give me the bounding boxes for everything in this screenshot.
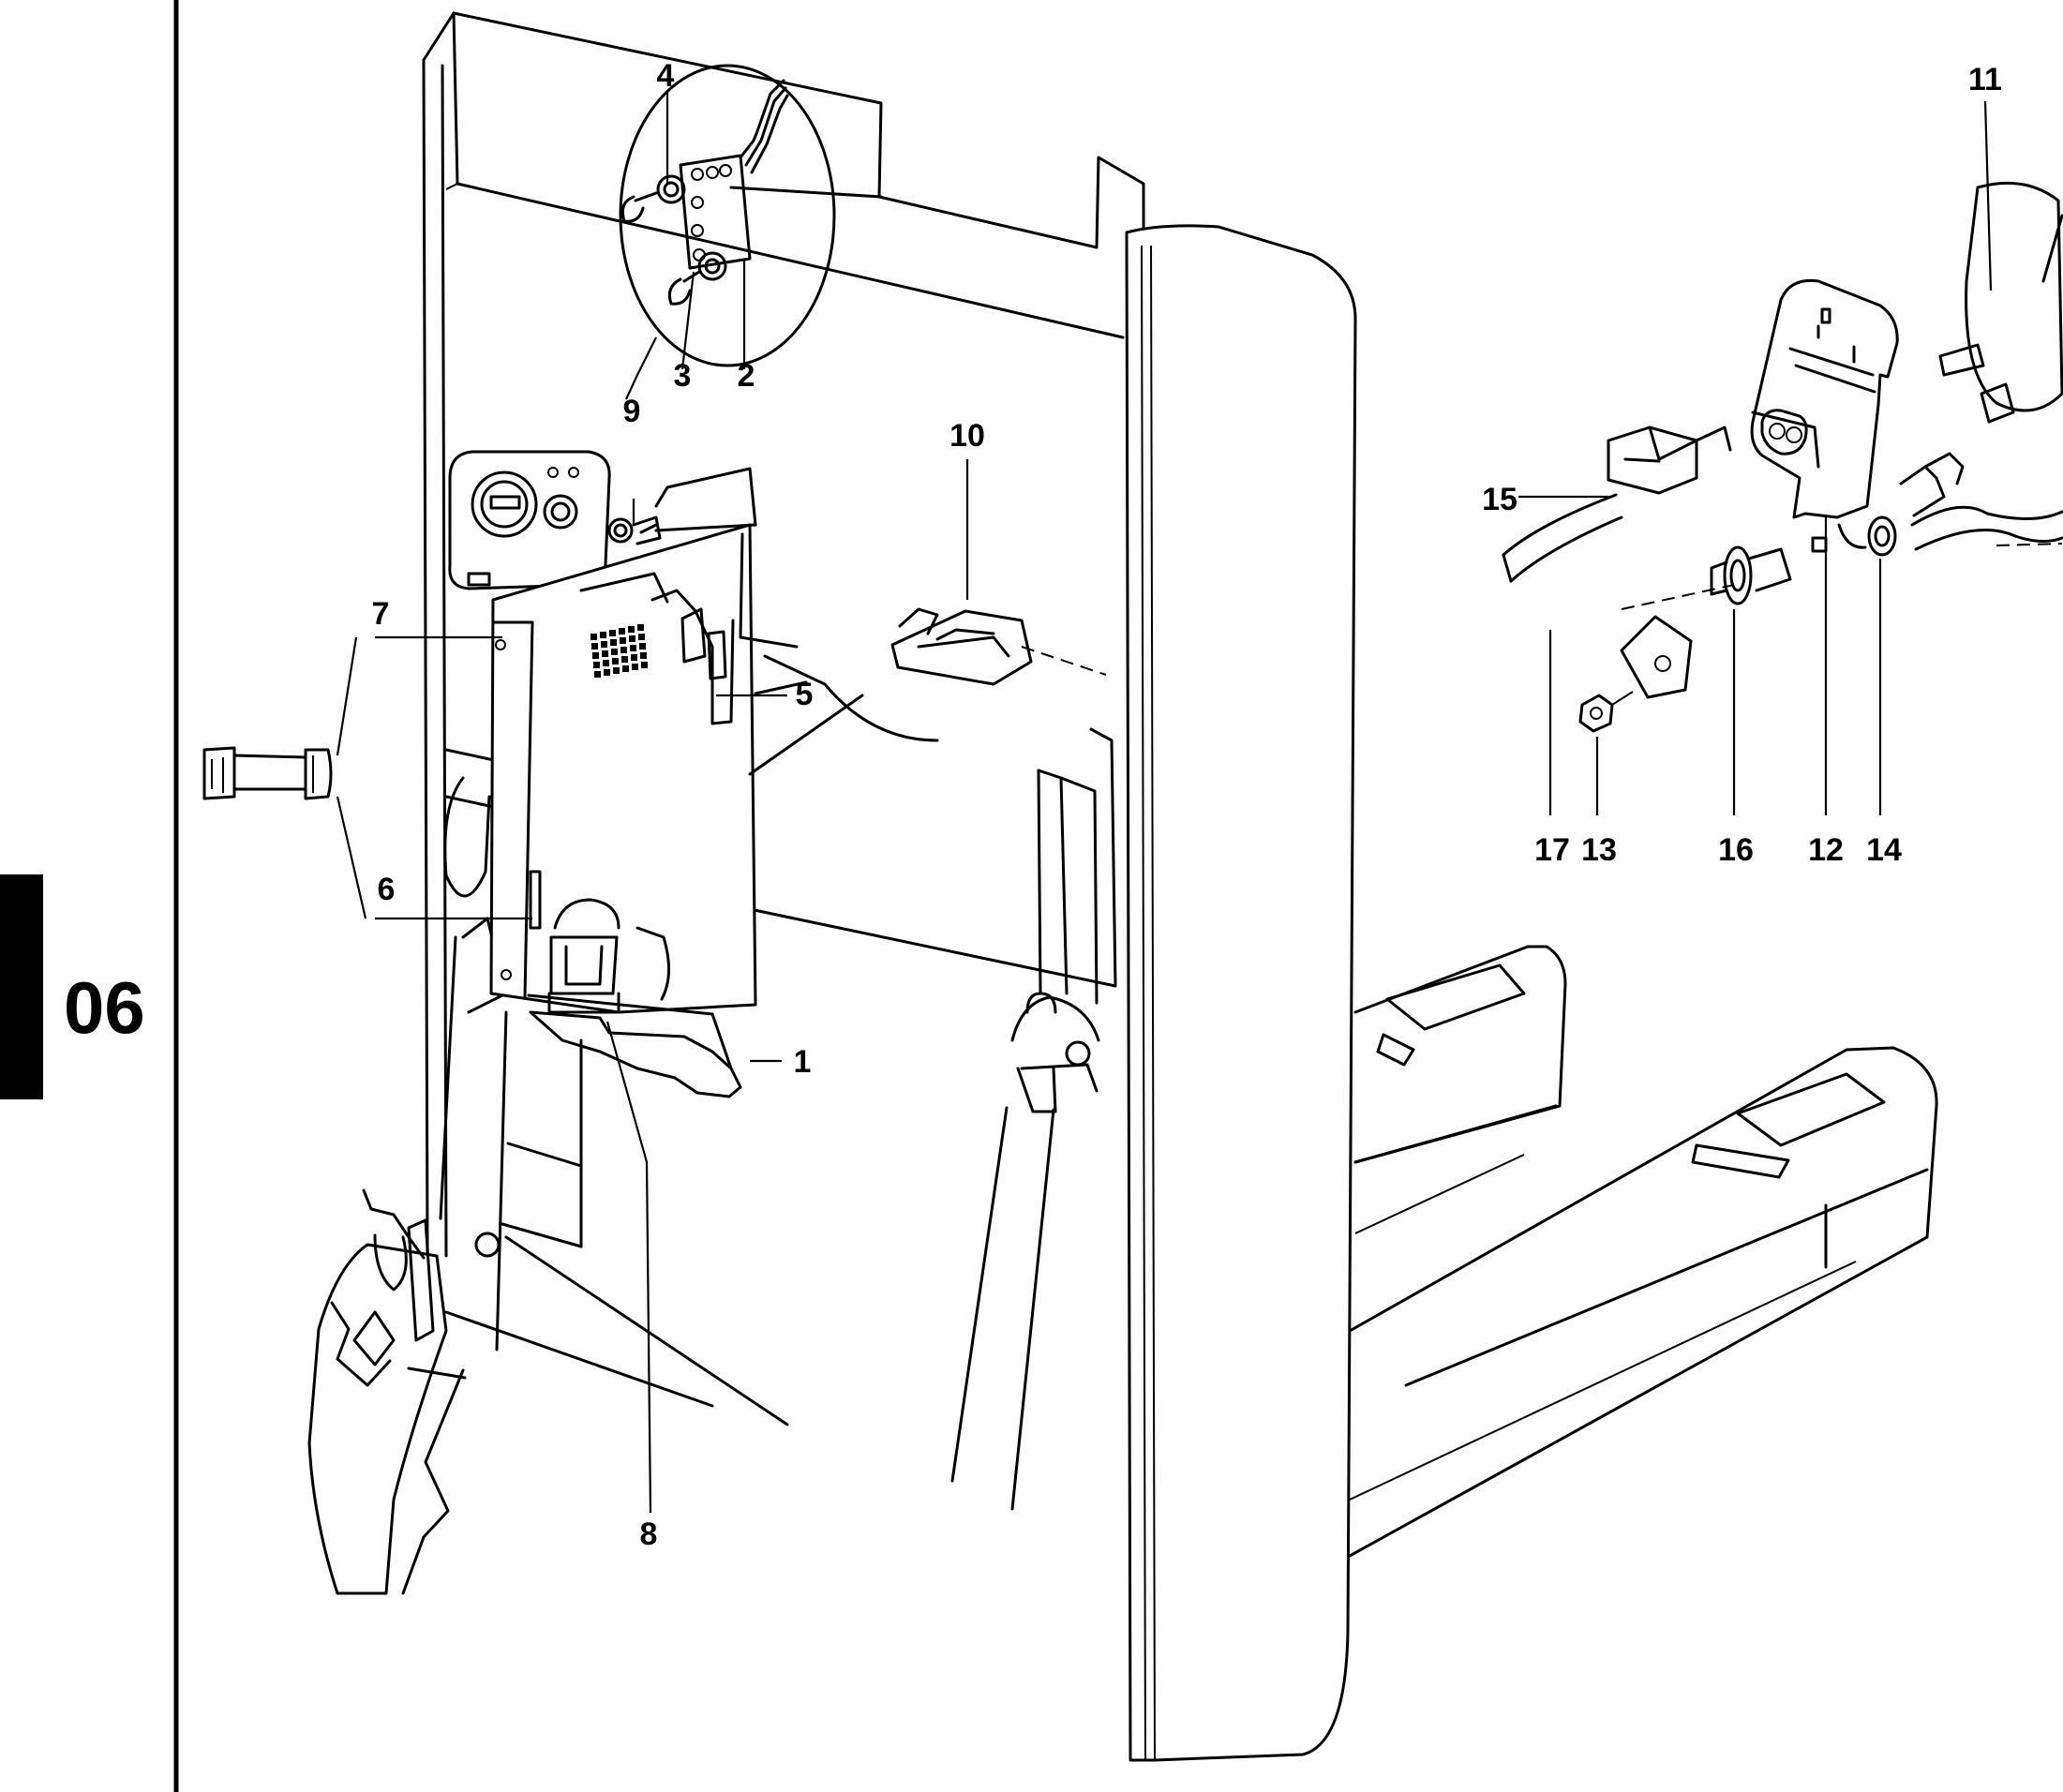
detail-circle <box>619 64 836 367</box>
grill-slot <box>638 634 645 640</box>
grill-slot <box>593 662 600 668</box>
grill-slot <box>640 652 647 659</box>
cable-grommet <box>1710 545 1792 605</box>
grill-slot <box>591 643 598 650</box>
cooling-grill <box>590 624 648 678</box>
washer-screw <box>1867 452 2063 557</box>
callout-5: 5 <box>796 677 814 712</box>
callout-7: 7 <box>372 596 390 632</box>
callout-9: 9 <box>623 394 641 429</box>
grill-slot <box>631 654 637 661</box>
grill-slot <box>609 630 616 636</box>
section-tab-label: 06 <box>64 966 145 1049</box>
grill-slot <box>639 643 646 650</box>
mounting-screw <box>607 515 662 545</box>
cable-clip <box>890 607 1033 686</box>
grill-slot <box>637 624 644 631</box>
front-cover-panel <box>1125 224 1357 1762</box>
grill-slot <box>629 635 635 642</box>
grill-slot <box>602 650 608 657</box>
callout-1: 1 <box>794 1044 812 1080</box>
callout-15: 15 <box>1482 482 1517 517</box>
grill-slot <box>603 660 609 666</box>
callout-labels: 1 2 3 4 5 6 7 8 9 10 11 12 13 14 15 16 1… <box>372 58 2002 1552</box>
leader-lines <box>336 90 1993 1514</box>
callout-11: 11 <box>1968 62 2002 97</box>
grill-slot <box>630 645 636 651</box>
grill-slot <box>601 641 607 648</box>
callout-3: 3 <box>674 358 692 394</box>
grill-slot <box>622 665 629 672</box>
grill-slot <box>592 652 599 659</box>
callout-13: 13 <box>1581 832 1617 868</box>
instrument-panel <box>448 450 611 590</box>
grill-slot <box>628 626 635 633</box>
mounting-plate <box>1620 615 1693 699</box>
grill-slot <box>610 639 617 646</box>
mast-frame <box>422 11 1147 1762</box>
grill-slot <box>620 637 626 644</box>
micro-switch <box>1502 426 1732 583</box>
charger-plug <box>1938 181 2063 424</box>
hex-nut <box>1578 691 1634 733</box>
callout-12: 12 <box>1808 832 1844 868</box>
callout-14: 14 <box>1866 832 1902 868</box>
grill-slot <box>594 671 601 678</box>
callout-4: 4 <box>657 58 675 94</box>
grill-slot <box>641 662 648 668</box>
socket-housing <box>1750 278 1899 553</box>
bolt-left <box>202 746 333 800</box>
grill-slot <box>611 649 618 655</box>
grill-slot <box>600 632 606 638</box>
fork-left <box>1353 945 1567 1234</box>
callout-16: 16 <box>1718 832 1754 868</box>
callout-17: 17 <box>1534 832 1570 868</box>
grill-slot <box>632 664 638 670</box>
grill-slot <box>620 647 627 653</box>
grill-slot <box>621 656 628 663</box>
callout-10: 10 <box>949 418 985 454</box>
callout-2: 2 <box>738 358 755 394</box>
fork-right <box>1348 1046 1938 1558</box>
controller-box <box>489 467 939 1098</box>
callout-6: 6 <box>378 872 396 907</box>
lift-cylinder <box>950 769 1100 1511</box>
grill-slot <box>590 634 597 640</box>
callout-8: 8 <box>640 1516 658 1552</box>
grill-slot <box>604 669 610 676</box>
grill-slot <box>612 658 619 665</box>
section-tab-bar <box>0 874 43 1099</box>
grill-slot <box>613 667 620 674</box>
grill-slot <box>619 628 625 635</box>
